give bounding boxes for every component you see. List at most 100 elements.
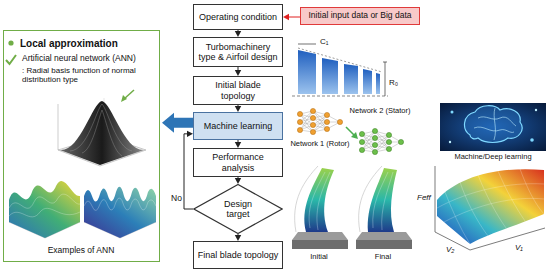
network-neuron <box>297 127 302 132</box>
blade-render <box>292 240 348 249</box>
annotation-label: Initial <box>293 253 345 262</box>
gaussian-plot <box>60 101 144 165</box>
network-neuron <box>324 119 329 124</box>
process-box: Operating condition <box>193 4 283 30</box>
annotation-label: Network 1 (Rotor) <box>290 140 350 149</box>
annotation-label: R₀ <box>389 78 398 87</box>
node-label: Final blade topology <box>198 250 279 260</box>
brain-image <box>474 108 516 140</box>
brain-image <box>530 138 534 142</box>
network-neuron <box>372 142 377 147</box>
blade-section <box>383 62 387 63</box>
connector <box>235 105 241 112</box>
surface-chart <box>435 166 436 232</box>
connector <box>235 234 241 241</box>
connector <box>162 113 193 133</box>
blade-section <box>298 50 316 94</box>
bullet-icon <box>8 40 13 45</box>
gaussian-plot <box>70 104 132 156</box>
blade-render <box>292 232 348 240</box>
network-neuron <box>359 147 364 152</box>
blade-render <box>292 166 348 249</box>
leader-arrow <box>121 95 127 102</box>
blade-render <box>309 172 330 230</box>
annotation-label: Feff <box>417 193 431 202</box>
annotation-label: Network 2 (Stator) <box>349 107 411 116</box>
network-neuron <box>372 128 377 133</box>
bullet-icon <box>8 40 13 45</box>
surface-chart <box>435 166 545 250</box>
process-box: Initial blade topology <box>193 76 283 105</box>
node-label: Performance analysis <box>197 152 279 173</box>
network-neuron <box>386 132 391 137</box>
blade-section <box>363 69 372 94</box>
node-label: Machine learning <box>204 121 273 131</box>
surface-plot <box>84 198 156 211</box>
process-box: Turbomachinery type & Airfoil design <box>193 37 283 67</box>
blade-render <box>373 172 393 230</box>
arrow-head <box>235 178 241 184</box>
brain-image <box>535 109 537 111</box>
network-arrow <box>346 127 358 139</box>
connector <box>235 177 241 184</box>
big-arrow <box>162 113 193 133</box>
process-box: Final blade topology <box>193 241 283 269</box>
blade-section <box>344 64 358 94</box>
annotation-label: Machine/Deep learning <box>440 153 546 162</box>
input-box: Initial input data or Big data <box>300 7 420 25</box>
connector <box>283 14 300 20</box>
network-neuron <box>372 149 377 154</box>
network-neuron <box>310 115 315 120</box>
gaussian-plot <box>58 98 146 166</box>
process-box: Performance analysis <box>193 148 283 177</box>
blade-section <box>292 44 388 96</box>
blade-render <box>304 168 334 232</box>
gaussian-plot <box>58 104 59 150</box>
callout-panel: Local approximationArtificial neural net… <box>3 30 160 262</box>
brain-image <box>451 111 454 114</box>
node-label: Design target <box>214 199 262 220</box>
blade-section <box>376 73 380 94</box>
surface-plot <box>9 194 80 217</box>
surface-plot <box>9 181 80 238</box>
blade-section <box>292 96 388 97</box>
node-label: Operating condition <box>199 12 277 22</box>
brain-image <box>440 103 546 151</box>
network-neuron <box>372 135 377 140</box>
network-neuron <box>324 126 329 131</box>
arrow-head <box>283 14 289 20</box>
leader-arrow <box>121 90 134 102</box>
network-neuron <box>359 131 364 136</box>
connector <box>184 131 193 209</box>
connector <box>235 140 241 148</box>
network-neuron <box>386 139 391 144</box>
network-neuron <box>337 119 342 124</box>
annotation-label: V₂ <box>446 245 454 254</box>
check-icon <box>6 55 16 64</box>
connector <box>235 67 241 76</box>
connector <box>235 30 241 37</box>
panel-text: : Radial basis function of normal distri… <box>22 66 156 84</box>
panel-text: Artificial neural network (ANN) <box>22 54 158 64</box>
surface-plot <box>9 181 80 238</box>
network-neuron <box>310 129 315 134</box>
network-neuron <box>297 119 302 124</box>
network-neuron <box>310 108 315 113</box>
panel-heading: Local approximation <box>20 38 160 50</box>
blade-render <box>356 240 412 249</box>
annotation-label: V₁ <box>515 243 523 252</box>
network-arrow <box>351 132 358 139</box>
surface-plot <box>84 187 156 238</box>
blade-section <box>385 62 386 96</box>
blade-section <box>322 58 338 94</box>
check-icon <box>6 55 16 64</box>
surface-plot <box>84 187 156 238</box>
blade-section <box>298 44 316 45</box>
node-label: Initial input data or Big data <box>308 11 411 21</box>
network-neuron <box>324 112 329 117</box>
network-arrow <box>346 127 354 135</box>
blade-render <box>368 168 397 232</box>
annotation-label: Examples of ANN <box>20 246 142 256</box>
blade-render <box>356 232 412 240</box>
